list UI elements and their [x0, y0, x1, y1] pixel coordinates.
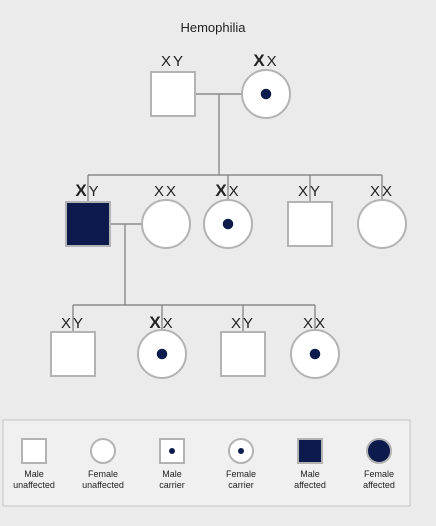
legend-male-square [297, 438, 323, 464]
legend-label: Female [226, 469, 256, 479]
legend-label: unaffected [13, 480, 55, 490]
allele: X [149, 313, 162, 332]
individual-g2-female-2: XX [357, 183, 407, 249]
allele: X [253, 51, 266, 70]
allele: X [315, 315, 327, 332]
legend: MaleunaffectedFemaleunaffectedMalecarrie… [13, 438, 395, 490]
allele: X [163, 315, 175, 332]
genotype-label: XY [298, 183, 322, 200]
legend-male-square [21, 438, 47, 464]
male-square [220, 331, 266, 377]
genotype-label: XY [61, 315, 85, 332]
pedigree-lines [72, 93, 383, 332]
individual-g3-female-1: XX [137, 313, 187, 379]
allele: X [267, 53, 279, 70]
allele: X [154, 183, 166, 200]
legend-label: Female [88, 469, 118, 479]
genotype-label: XY [231, 315, 255, 332]
carrier-dot [309, 348, 321, 360]
allele: Y [73, 315, 85, 332]
legend-box [2, 419, 411, 507]
carrier-dot [238, 448, 244, 454]
individual-g1-female: XX [241, 51, 291, 119]
female-circle [357, 199, 407, 249]
allele: X [298, 183, 310, 200]
individual-g1-male: XY [150, 53, 196, 117]
legend-label: Male [24, 469, 44, 479]
legend-label: Male [162, 469, 182, 479]
genotype-label: XX [215, 181, 240, 200]
legend-label: Male [300, 469, 320, 479]
legend-label: affected [294, 480, 326, 490]
allele: X [382, 183, 394, 200]
genotype-label: XY [75, 181, 100, 200]
chart-title: Hemophilia [180, 20, 246, 35]
allele: X [370, 183, 382, 200]
female-circle [141, 199, 191, 249]
legend-label: carrier [228, 480, 254, 490]
male-square [65, 201, 111, 247]
allele: X [61, 315, 73, 332]
carrier-dot [169, 448, 175, 454]
allele: X [215, 181, 228, 200]
legend-label: unaffected [82, 480, 124, 490]
genotype-label: XX [253, 51, 278, 70]
allele: Y [173, 53, 185, 70]
genotype-label: XX [154, 183, 178, 200]
allele: X [231, 315, 243, 332]
individual-g3-male-1: XY [50, 315, 96, 377]
individual-g2-female-1: XX [203, 181, 253, 249]
individual-g2-spouse: XX [141, 183, 191, 249]
legend-female-circle [366, 438, 392, 464]
allele: Y [243, 315, 255, 332]
carrier-dot [260, 88, 272, 100]
legend-label: carrier [159, 480, 185, 490]
carrier-dot [222, 218, 234, 230]
individual-g2-male-1: XY [65, 181, 111, 247]
legend-female-circle [90, 438, 116, 464]
allele: Y [310, 183, 322, 200]
male-square [287, 201, 333, 247]
individual-g2-male-2: XY [287, 183, 333, 247]
allele: X [75, 181, 88, 200]
legend-label: Female [364, 469, 394, 479]
individual-g3-female-2: XX [290, 315, 340, 379]
allele: X [166, 183, 178, 200]
genotype-label: XX [370, 183, 394, 200]
carrier-dot [156, 348, 168, 360]
male-square [50, 331, 96, 377]
genotype-label: XX [303, 315, 327, 332]
male-square [150, 71, 196, 117]
individual-g3-male-2: XY [220, 315, 266, 377]
genotype-label: XY [161, 53, 185, 70]
legend-label: affected [363, 480, 395, 490]
allele: X [303, 315, 315, 332]
allele: Y [89, 183, 101, 200]
allele: X [229, 183, 241, 200]
genotype-label: XX [149, 313, 174, 332]
allele: X [161, 53, 173, 70]
